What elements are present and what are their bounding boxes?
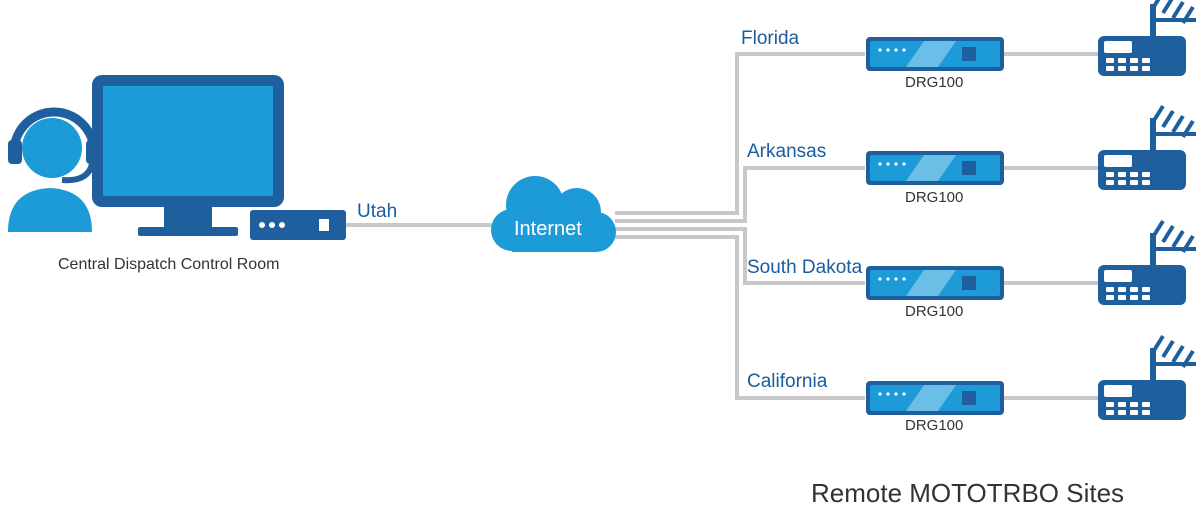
site-label-florida: Florida — [741, 28, 800, 49]
radio-repeater-icon-south-dakota — [1098, 219, 1196, 305]
connection-lines — [346, 52, 1100, 400]
radio-repeater-icon-florida — [1098, 0, 1196, 76]
utah-label: Utah — [357, 201, 398, 222]
control-room-label: Central Dispatch Control Room — [58, 256, 280, 273]
cloud-icon — [491, 176, 616, 252]
drg-gateway-icon-florida — [866, 37, 1004, 71]
drg-label-california: DRG100 — [905, 417, 964, 434]
drg-label-florida: DRG100 — [905, 74, 964, 91]
headset-user-icon — [8, 107, 100, 232]
drg-gateway-icon-south-dakota — [866, 266, 1004, 300]
radio-repeater-icon-california — [1098, 334, 1196, 420]
drg-label-arkansas: DRG100 — [905, 189, 964, 206]
internet-label: Internet — [514, 218, 582, 240]
drg-gateway-icon-california — [866, 381, 1004, 415]
radio-repeater-icon-arkansas — [1098, 104, 1196, 190]
drg-gateway-icon-arkansas — [866, 151, 1004, 185]
site-label-arkansas: Arkansas — [747, 141, 827, 162]
monitor-icon — [92, 75, 284, 236]
link-arkansas — [615, 166, 865, 223]
link-south-dakota — [615, 227, 865, 285]
remote-sites-caption: Remote MOTOTRBO Sites — [811, 478, 1125, 508]
site-label-california: California — [747, 371, 828, 392]
link-florida — [615, 52, 865, 215]
drg-gateways — [866, 37, 1004, 415]
radio-repeaters — [1098, 0, 1196, 420]
site-label-south-dakota: South Dakota — [747, 257, 863, 278]
router-icon — [250, 210, 346, 240]
link-california — [615, 235, 865, 400]
drg-label-south-dakota: DRG100 — [905, 303, 964, 320]
